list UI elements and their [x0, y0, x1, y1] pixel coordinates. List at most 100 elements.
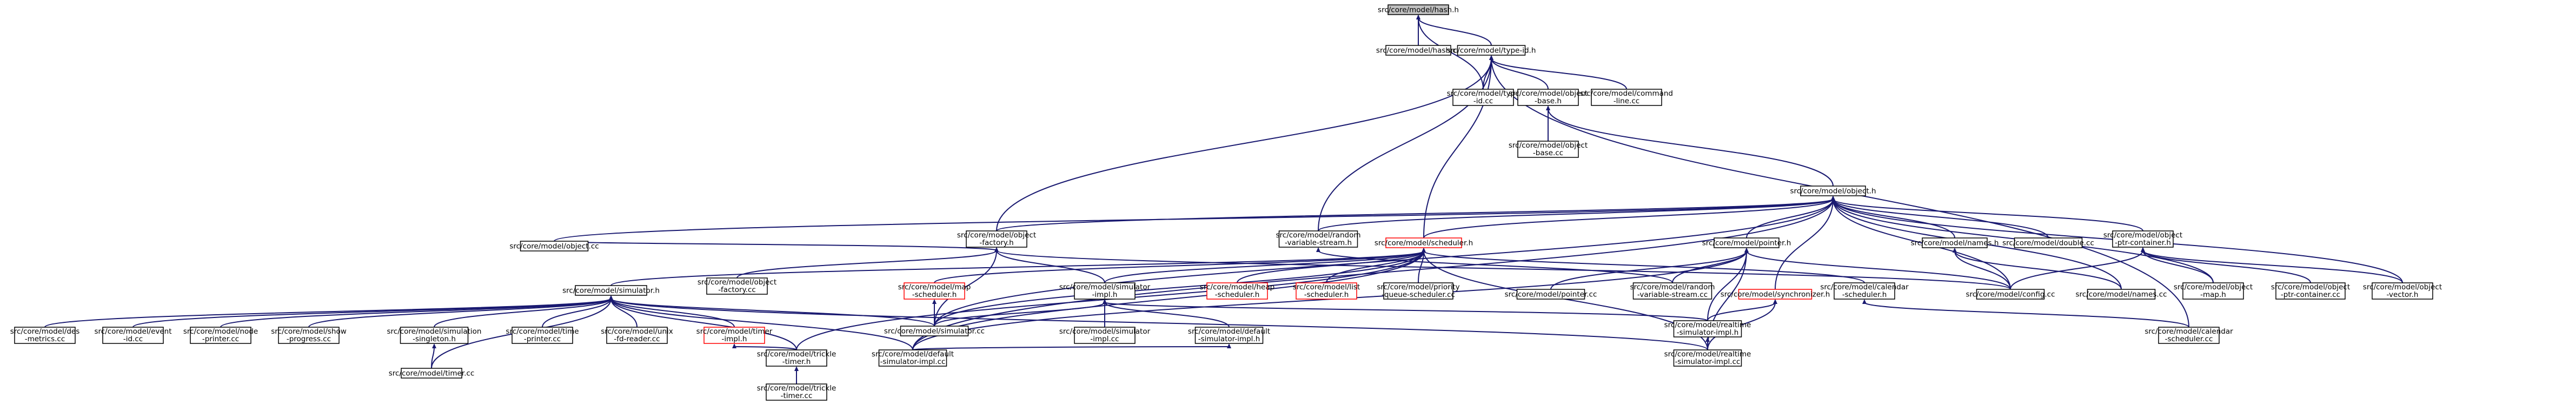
node-box [900, 326, 969, 336]
node-label: -base.cc [1533, 149, 1563, 157]
dependency-edge [996, 250, 2011, 290]
node-box [878, 349, 947, 367]
node-object-cc[interactable]: src/core/model/object.cc [509, 241, 599, 251]
node-object-factory-cc[interactable]: src/core/model/object-factory.cc [698, 277, 776, 295]
node-type-id-cc[interactable]: src/core/model/type-id.cc [1447, 89, 1520, 106]
node-calendar-scheduler-h[interactable]: src/core/model/calendar-scheduler.h [1820, 282, 1909, 300]
node-random-variable-stream-h[interactable]: src/core/model/random-variable-stream.h [1276, 230, 1361, 248]
node-label: -timer.cc [781, 392, 813, 400]
node-command-line-cc[interactable]: src/core/model/command-line.cc [1580, 89, 1673, 106]
node-default-simulator-impl-cc[interactable]: src/core/model/default-simulator-impl.cc [872, 349, 954, 367]
dependency-edge [1833, 198, 2011, 290]
dependency-edge [734, 346, 797, 350]
node-pointer-h[interactable]: src/core/model/pointer.h [1702, 237, 1791, 248]
dependency-edge [434, 298, 612, 328]
node-label: -impl.h [722, 335, 747, 343]
node-time-printer-cc[interactable]: src/core/model/time-printer.cc [506, 327, 579, 344]
node-type-id-h[interactable]: src/core/model/type-id.h [1447, 45, 1536, 56]
node-timer-impl-h[interactable]: src/core/model/timer-impl.h [696, 327, 773, 344]
dependency-edge [1423, 198, 1834, 239]
node-list-scheduler-h[interactable]: src/core/model/list-scheduler.h [1293, 282, 1360, 300]
node-box [706, 277, 768, 295]
node-calendar-scheduler-cc[interactable]: src/core/model/calendar-scheduler.cc [2145, 327, 2233, 344]
node-default-simulator-impl-h[interactable]: src/core/model/default-simulator-impl.h [1188, 327, 1270, 344]
node-object-ptr-container-cc[interactable]: src/core/model/object-ptr-container.cc [2271, 282, 2350, 300]
node-names-h[interactable]: src/core/model/names.h [1911, 237, 1999, 248]
dependency-edge [1550, 250, 1747, 290]
node-label: -simulator-impl.h [1198, 335, 1260, 343]
node-label: src/core/model/unix [601, 327, 673, 336]
node-map-scheduler-h[interactable]: src/core/model/map-scheduler.h [898, 282, 971, 300]
node-label: -printer.cc [524, 335, 561, 343]
node-label: -impl.cc [1090, 335, 1119, 343]
node-label: src/core/model/trickle [757, 350, 836, 359]
node-show-progress-cc[interactable]: src/core/model/show-progress.cc [271, 327, 347, 344]
node-label: src/core/model/calendar [2145, 327, 2233, 336]
dependency-edge [1491, 58, 1549, 90]
node-unix-fd-reader-cc[interactable]: src/core/model/unix-fd-reader.cc [601, 327, 673, 344]
dependency-edge [610, 298, 735, 328]
node-heap-scheduler-h[interactable]: src/core/model/heap-scheduler.h [1200, 282, 1274, 300]
node-label: -simulator-impl.cc [880, 357, 946, 366]
node-scheduler-h[interactable]: src/core/model/scheduler.h [1375, 237, 1473, 248]
edge-arrowhead [932, 299, 937, 304]
node-label: src/core/model/synchronizer.h [1721, 290, 1830, 299]
node-object-base-cc[interactable]: src/core/model/object-base.cc [1509, 141, 1588, 158]
node-timer-cc[interactable]: src/core/model/timer.cc [389, 368, 475, 379]
node-box [1591, 89, 1662, 106]
node-box [904, 282, 965, 300]
node-box [2158, 327, 2220, 344]
node-label: -scheduler.h [912, 290, 957, 299]
node-double-cc[interactable]: src/core/model/double.cc [2002, 237, 2094, 248]
node-realtime-simulator-impl-h[interactable]: src/core/model/realtime-simulator-impl.h [1664, 320, 1751, 337]
node-trickle-timer-cc[interactable]: src/core/model/trickle-timer.cc [757, 383, 836, 401]
node-priority-queue-scheduler-cc[interactable]: src/core/model/priority-queue-scheduler.… [1377, 282, 1460, 300]
node-object-factory-h[interactable]: src/core/model/object-factory.h [957, 230, 1036, 248]
node-box [1673, 320, 1742, 337]
node-pointer-cc[interactable]: src/core/model/pointer.cc [1505, 289, 1597, 300]
dependency-edge [2010, 250, 2143, 290]
dependency-edge [610, 298, 913, 350]
node-object-h[interactable]: src/core/model/object.h [1790, 186, 1876, 196]
node-hash-cc[interactable]: src/core/model/hash.cc [1376, 45, 1460, 56]
node-config-cc[interactable]: src/core/model/config.cc [1966, 289, 2055, 300]
node-object-base-h[interactable]: src/core/model/object-base.h [1509, 89, 1588, 106]
dependency-edge [1318, 198, 1834, 231]
node-names-cc[interactable]: src/core/model/names.cc [2075, 289, 2167, 300]
node-simulator-h[interactable]: src/core/model/simulator.h [562, 285, 660, 296]
node-box [2014, 237, 2083, 248]
node-label: src/core/model/object [957, 231, 1036, 240]
node-des-metrics-cc[interactable]: src/core/model/des-metrics.cc [10, 327, 80, 344]
node-label: src/core/model/event [94, 327, 171, 336]
node-label: -progress.cc [287, 335, 331, 343]
node-label: -factory.cc [718, 286, 756, 294]
dependency-edge [2142, 250, 2311, 283]
node-label: src/core/model/simulator [1059, 283, 1151, 292]
dependency-edge [1237, 250, 1424, 283]
node-object-vector-h[interactable]: src/core/model/object-vector.h [2363, 282, 2442, 300]
node-simulation-singleton-h[interactable]: src/core/model/simulation-singleton.h [387, 327, 482, 344]
node-random-variable-stream-cc[interactable]: src/core/model/random-variable-stream.cc [1630, 282, 1715, 300]
node-object-map-h[interactable]: src/core/model/object-map.h [2174, 282, 2253, 300]
node-box [1387, 4, 1449, 15]
node-hash-h[interactable]: src/core/model/hash.h [1378, 4, 1459, 15]
node-box [278, 327, 340, 344]
node-label: -id.cc [123, 335, 143, 343]
node-object-ptr-container-h[interactable]: src/core/model/object-ptr-container.h [2103, 230, 2182, 248]
node-trickle-timer-h[interactable]: src/core/model/trickle-timer.h [757, 349, 836, 367]
node-node-printer-cc[interactable]: src/core/model/node-printer.cc [183, 327, 258, 344]
node-simulator-impl-cc[interactable]: src/core/model/simulator-impl.cc [1059, 327, 1151, 344]
dependency-edge [1548, 108, 1834, 187]
node-simulator-cc[interactable]: src/core/model/simulator.cc [884, 326, 985, 336]
node-label: src/core/model/object [2103, 231, 2182, 240]
edge-layer [44, 15, 2403, 384]
node-realtime-simulator-impl-cc[interactable]: src/core/model/realtime-simulator-impl.c… [1664, 349, 1751, 367]
node-event-id-cc[interactable]: src/core/model/event-id.cc [94, 327, 172, 344]
edge-arrowhead [2141, 247, 2145, 252]
dependency-edge [996, 58, 1492, 231]
node-synchronizer-h[interactable]: src/core/model/synchronizer.h [1721, 289, 1830, 300]
edge-arrowhead [609, 295, 613, 300]
node-box [1278, 230, 1358, 248]
dependency-edge [934, 302, 1105, 327]
node-simulator-impl-h[interactable]: src/core/model/simulator-impl.h [1059, 282, 1151, 300]
